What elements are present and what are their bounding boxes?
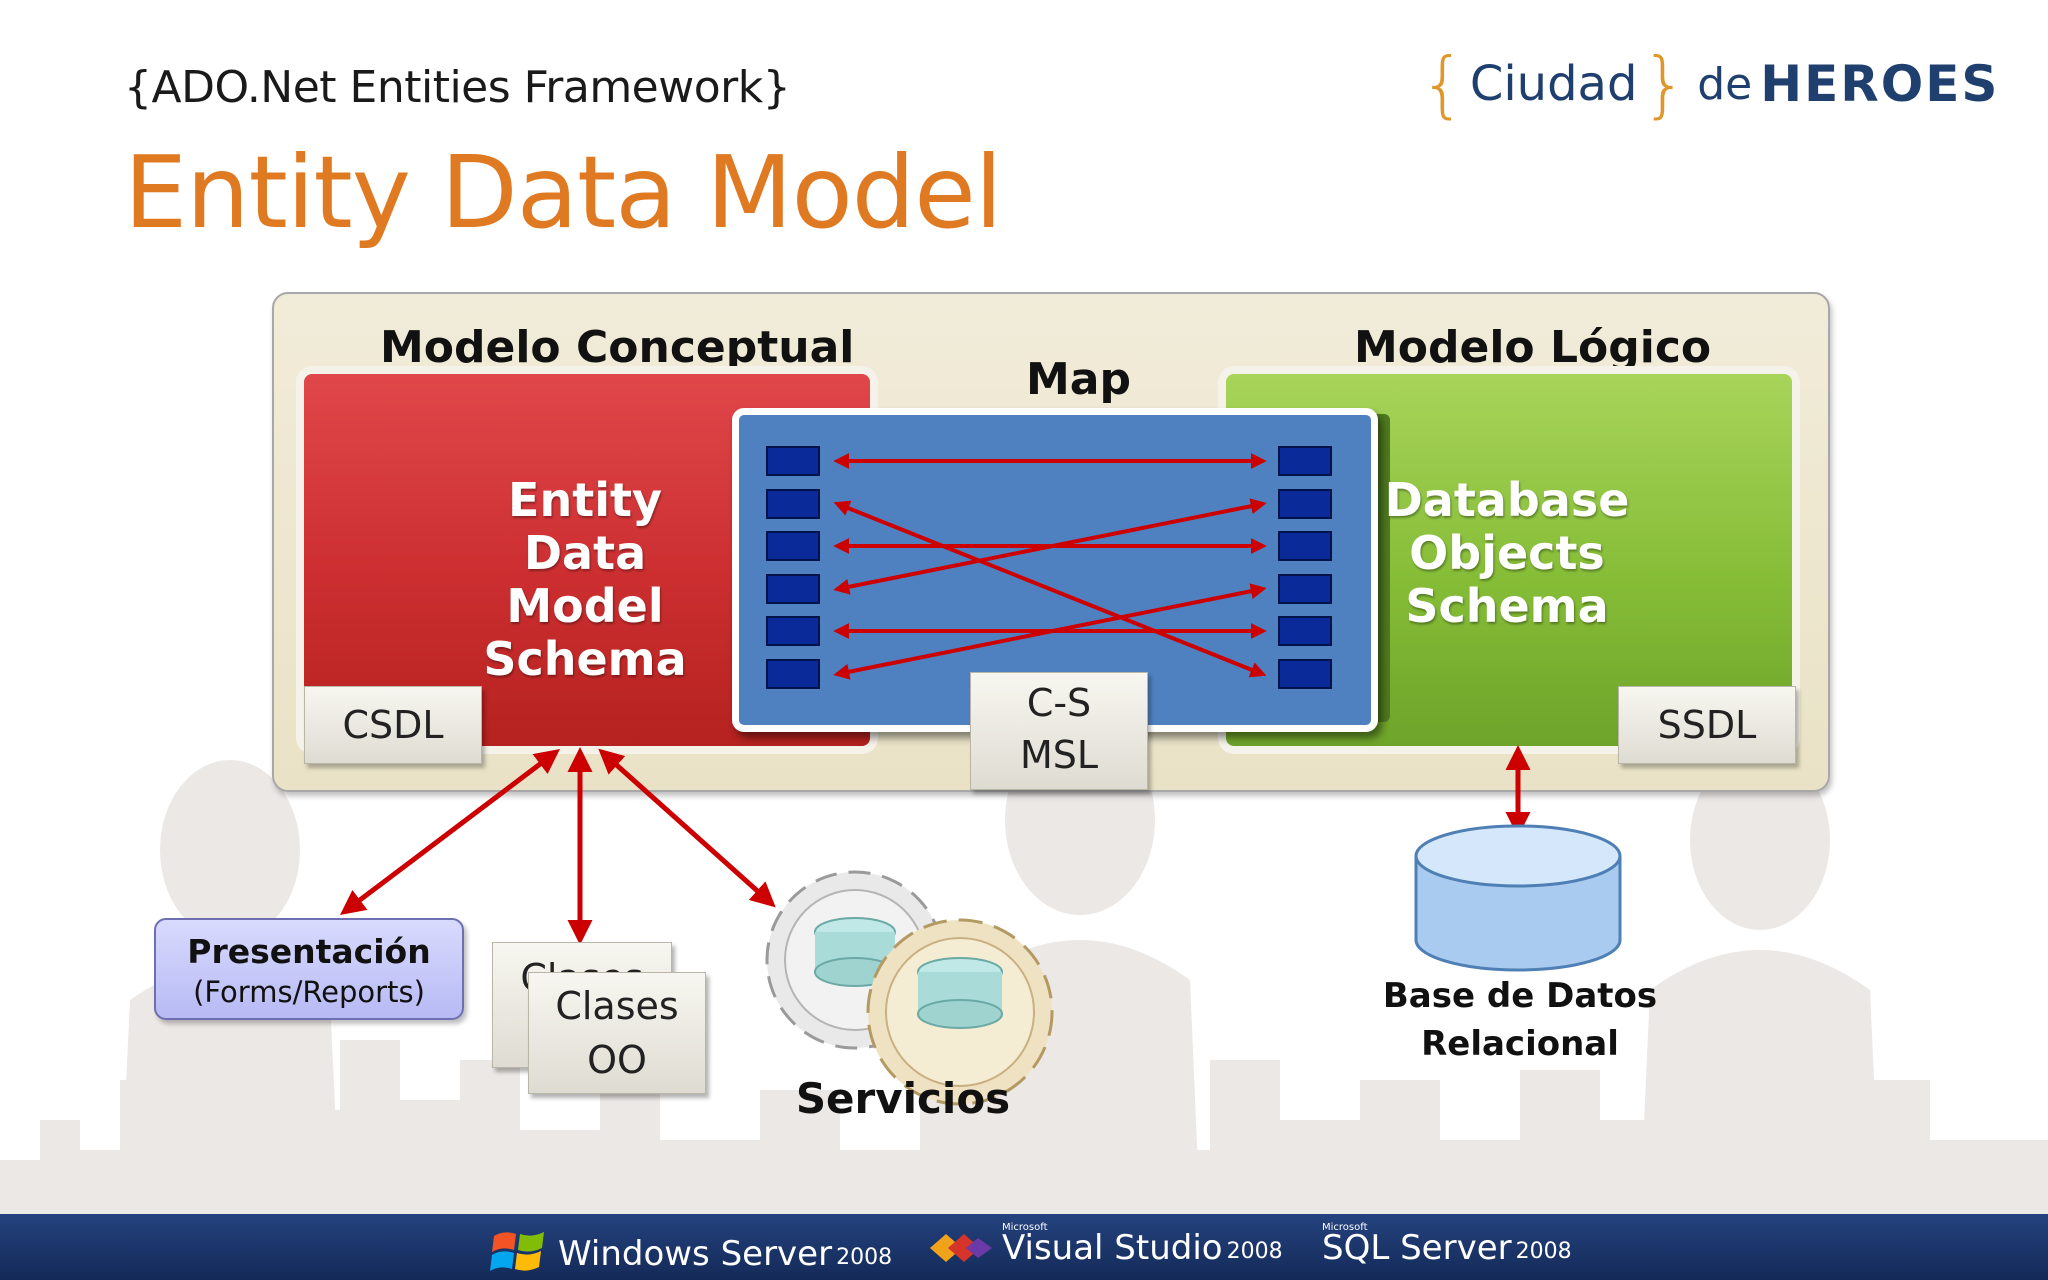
entity-data-model-schema-text: Entity Data Model Schema bbox=[483, 473, 687, 686]
map-label: Map bbox=[1026, 354, 1131, 405]
presentation-title: Presentación bbox=[187, 932, 431, 971]
footer-bar bbox=[0, 1214, 2048, 1280]
sql-server-year: 2008 bbox=[1515, 1239, 1572, 1264]
database-cylinder-icon bbox=[1414, 824, 1622, 972]
mapping-arrows bbox=[833, 453, 1267, 680]
services-label: Servicios bbox=[795, 1074, 1011, 1123]
ssdl-tag: SSDL bbox=[1618, 686, 1796, 764]
ciudad-de-heroes-logo: { Ciudad } de HEROES bbox=[1420, 44, 1999, 124]
classes-card-front: Clases OO bbox=[528, 972, 706, 1094]
presentation-box: Presentación (Forms/Reports) bbox=[154, 918, 464, 1020]
windows-flag-icon bbox=[490, 1232, 544, 1271]
msl-tag: C-S MSL bbox=[970, 672, 1148, 790]
visual-studio-year: 2008 bbox=[1226, 1239, 1283, 1264]
presentation-subtitle: {ADO.Net Entities Framework} bbox=[124, 62, 791, 113]
slide-title: Entity Data Model bbox=[124, 134, 1003, 251]
logo-de-text: de bbox=[1697, 58, 1753, 110]
logo-close-brace: } bbox=[1641, 42, 1688, 126]
presentation-subtitle: (Forms/Reports) bbox=[193, 975, 425, 1009]
client-arrows bbox=[340, 745, 1531, 945]
right-column-blocks bbox=[1278, 446, 1332, 689]
conceptual-model-label: Modelo Conceptual bbox=[380, 322, 855, 373]
logo-heroes-text: HEROES bbox=[1760, 55, 2000, 113]
visual-studio-icon bbox=[930, 1234, 992, 1262]
windows-server-product: Windows Server 2008 bbox=[490, 1228, 892, 1274]
left-column-blocks bbox=[766, 446, 820, 689]
relational-database-label: Base de Datos Relacional bbox=[1382, 976, 1658, 1064]
database-objects-schema-text: Database Objects Schema bbox=[1384, 473, 1630, 633]
logo-open-brace: { bbox=[1420, 42, 1466, 126]
sql-server-name: SQL Server bbox=[1322, 1228, 1512, 1268]
gears-icon bbox=[765, 870, 1054, 1106]
sql-server-brand: Microsoft bbox=[1322, 1222, 1368, 1233]
visual-studio-brand: Microsoft bbox=[1002, 1222, 1048, 1233]
logo-city-text: Ciudad bbox=[1469, 56, 1638, 112]
visual-studio-name: Visual Studio bbox=[1002, 1228, 1223, 1268]
windows-server-year: 2008 bbox=[836, 1245, 893, 1270]
visual-studio-product: Microsoft Visual Studio 2008 bbox=[928, 1222, 1283, 1268]
logical-model-label: Modelo Lógico bbox=[1354, 322, 1712, 373]
windows-server-name: Windows Server bbox=[558, 1234, 833, 1274]
sql-server-product: Microsoft SQL Server 2008 bbox=[1322, 1222, 1572, 1268]
